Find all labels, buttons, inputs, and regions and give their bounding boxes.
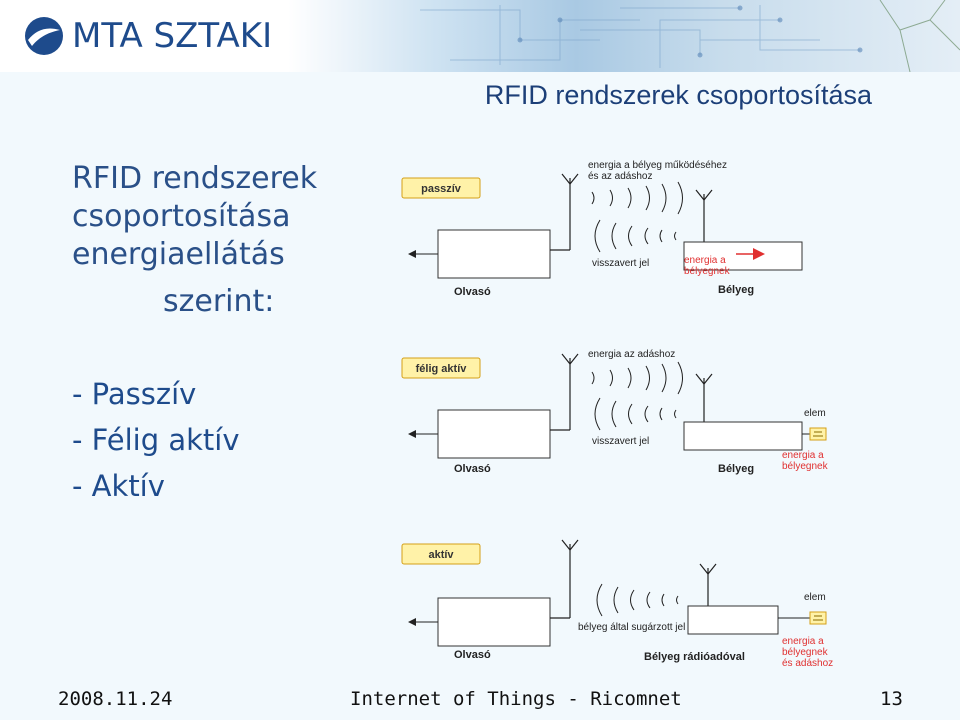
semi-battery-icon: [802, 427, 827, 441]
active-section: aktív Olvasó Bélyeg rádióadóval bélyeg á…: [401, 539, 833, 669]
semi-label-box: [401, 357, 481, 379]
active-reader-antenna-icon: [550, 539, 579, 619]
footer-title: Internet of Things - Ricomnet: [350, 688, 682, 710]
footer-date: 2008.11.24: [58, 688, 173, 710]
passive-energy-line-1: energia a: [684, 255, 726, 266]
passive-reflected-waves: [594, 219, 677, 253]
passive-label-box: [401, 177, 481, 199]
active-radiated-waves: [596, 583, 679, 617]
semi-tag-box: [683, 421, 803, 451]
semi-reader-label: Olvasó: [454, 463, 491, 475]
semi-energy-line-1: energia a: [782, 450, 824, 461]
semi-energy-line-2: bélyegnek: [782, 461, 829, 472]
left-heading-line-3: energiaellátás: [72, 237, 285, 272]
slide-title: RFID rendszerek csoportosítása: [484, 80, 872, 110]
active-battery-label: elem: [804, 592, 826, 603]
active-energy-line-2: bélyegnek: [782, 647, 829, 658]
passive-top-text-1: energia a bélyeg működéséhez: [588, 160, 727, 171]
semi-battery-label: elem: [804, 408, 826, 419]
semi-active-section: félig aktív Olvasó Bélyeg energia az adá…: [401, 349, 829, 475]
bullet-passive: - Passzív: [72, 377, 197, 411]
active-radiated-label: bélyeg által sugárzott jel: [578, 622, 685, 633]
active-battery-icon: [778, 611, 827, 625]
active-tag-label: Bélyeg rádióadóval: [644, 651, 745, 663]
circuit-pattern: [420, 0, 960, 72]
semi-reader-box: [437, 409, 551, 459]
left-heading-line-1: RFID rendszerek: [72, 161, 318, 196]
semi-label: félig aktív: [416, 363, 468, 375]
left-heading-line-2: csoportosítása: [72, 199, 291, 234]
passive-forward-waves: [591, 181, 683, 215]
passive-top-text-2: és az adáshoz: [588, 171, 653, 182]
passive-label: passzív: [421, 183, 462, 195]
semi-tag-label: Bélyeg: [718, 463, 754, 475]
passive-reflected-label: visszavert jel: [592, 258, 649, 269]
active-label: aktív: [428, 549, 454, 561]
sztaki-logo-icon: [25, 17, 63, 55]
semi-top-text: energia az adáshoz: [588, 349, 675, 360]
bullet-active: - Aktív: [72, 469, 165, 503]
passive-tag-label: Bélyeg: [718, 284, 754, 296]
active-label-box: [401, 543, 481, 565]
active-reader-label: Olvasó: [454, 649, 491, 661]
active-energy-line-3: és adáshoz: [782, 658, 833, 669]
passive-reader-antenna-icon: [550, 173, 579, 251]
passive-tag-box: [683, 241, 803, 271]
semi-reflected-label: visszavert jel: [592, 436, 649, 447]
active-energy-line-1: energia a: [782, 636, 824, 647]
active-tag-box: [687, 605, 779, 635]
semi-forward-waves: [591, 361, 683, 395]
logo-text: MTA SZTAKI: [72, 16, 273, 56]
bullet-semi-active: - Félig aktív: [72, 423, 240, 457]
passive-energy-line-2: bélyegnek: [684, 266, 731, 277]
passive-reader-box: [437, 229, 551, 279]
left-heading-line-4: szerint:: [163, 284, 275, 319]
page-number: 13: [880, 688, 903, 710]
semi-reflected-waves: [594, 397, 677, 431]
header-banner: MTA SZTAKI: [0, 0, 960, 72]
passive-section: passzív Olvasó Bélyeg energia a bélyeg m…: [401, 160, 803, 298]
passive-reader-label: Olvasó: [454, 286, 491, 298]
active-reader-box: [437, 597, 551, 647]
rfid-diagram: passzív Olvasó Bélyeg energia a bélyeg m…: [401, 160, 833, 669]
semi-reader-antenna-icon: [550, 353, 579, 431]
